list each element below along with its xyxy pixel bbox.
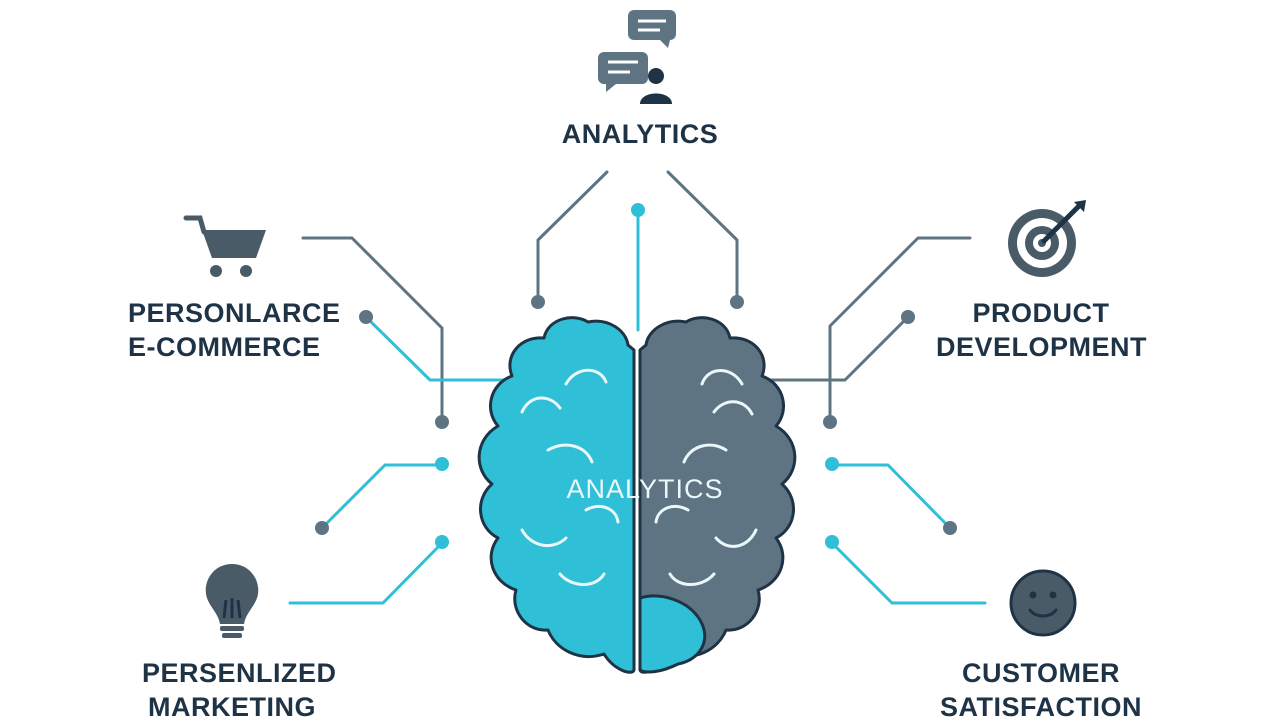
connector-marketing-b	[288, 541, 444, 605]
node-marketing-label: PERSENLIZED MARKETING	[142, 656, 337, 724]
connector-ecommerce-b	[364, 315, 522, 382]
node-ecommerce-label: PERSONLARCE E-COMMERCE	[128, 296, 341, 364]
connector-product-b	[758, 315, 910, 382]
brain-illustration	[477, 316, 797, 674]
brain-folds	[520, 368, 758, 586]
target-icon	[1008, 200, 1086, 277]
brain-center-label: ANALYTICS	[566, 474, 724, 504]
node-product-line-2: DEVELOPMENT	[936, 332, 1148, 362]
connector-satisfaction-b	[830, 541, 987, 605]
connector-marketing-a	[320, 463, 444, 530]
dot-right-3	[825, 457, 839, 471]
connector-ecommerce-a	[301, 236, 444, 422]
dot-right-2	[823, 415, 837, 429]
lightbulb-icon	[205, 564, 259, 638]
node-marketing-line-1: PERSENLIZED	[142, 658, 337, 688]
chat-user-icon	[598, 10, 676, 104]
connector-product-a	[828, 236, 972, 422]
connectors	[288, 170, 987, 605]
connector-top-right	[666, 170, 739, 302]
node-top-label: ANALYTICS	[540, 117, 740, 151]
node-ecommerce-line-2: E-COMMERCE	[128, 332, 321, 362]
connector-satisfaction-a	[830, 463, 952, 530]
dot-top-right	[730, 295, 744, 309]
dot-left-3	[435, 457, 449, 471]
dot-left-1	[359, 310, 373, 324]
smiley-icon	[1009, 569, 1077, 637]
shopping-cart-icon	[183, 215, 266, 277]
node-satisfaction-line-2: SATISFACTION	[939, 692, 1142, 722]
brain-right-lower-lobe	[638, 594, 707, 674]
node-satisfaction-label: CUSTOMER SATISFACTION	[936, 656, 1146, 724]
dot-left-2	[435, 415, 449, 429]
node-satisfaction-line-1: CUSTOMER	[961, 658, 1120, 688]
node-marketing-line-2: MARKETING	[148, 692, 316, 722]
node-ecommerce-line-1: PERSONLARCE	[128, 298, 341, 328]
connector-dots	[315, 203, 957, 549]
dot-right-1	[901, 310, 915, 324]
node-product-line-1: PRODUCT	[972, 298, 1110, 328]
dot-top-left	[531, 295, 545, 309]
dot-top-center	[631, 203, 645, 217]
dot-left-5	[435, 535, 449, 549]
node-product-label: PRODUCT DEVELOPMENT	[936, 296, 1148, 364]
node-top-line-1: ANALYTICS	[561, 119, 719, 149]
dot-right-4	[943, 521, 957, 535]
connector-top-left	[536, 170, 609, 302]
dot-right-5	[825, 535, 839, 549]
dot-left-4	[315, 521, 329, 535]
